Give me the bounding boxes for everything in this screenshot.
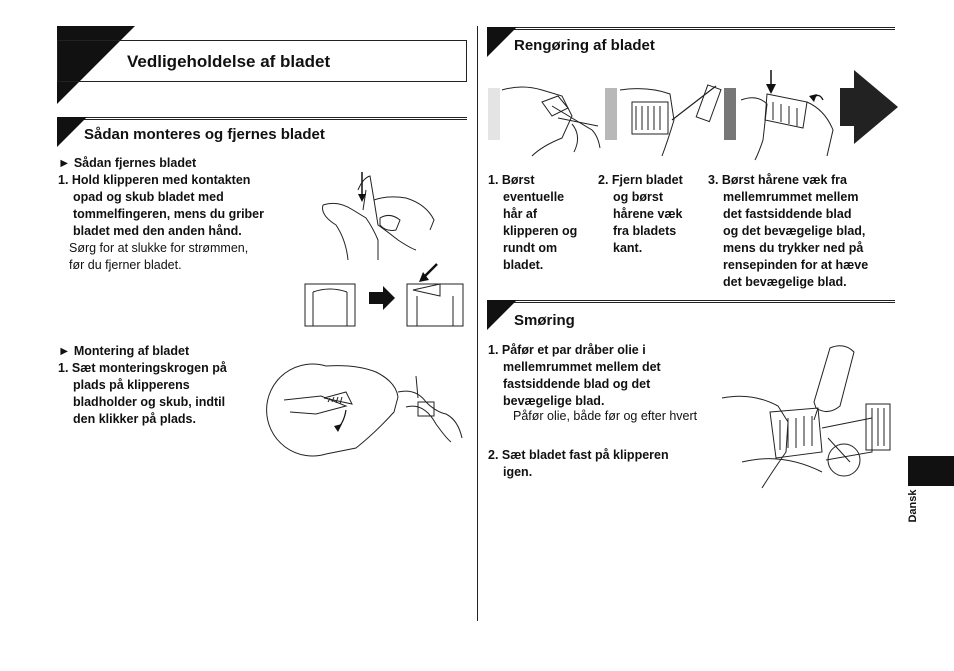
cleaning-title: Rengøring af bladet: [514, 37, 655, 54]
illustration-remove-blade: [318, 170, 438, 265]
cleaning-step3: 3. Børst hårene væk fra mellemrummet mel…: [708, 173, 869, 289]
cleaning-rule: [487, 27, 895, 30]
language-side-label: Dansk: [907, 489, 919, 523]
cleaning-step1: 1. Børst eventuelle hår af klipperen og …: [488, 173, 578, 272]
illustration-mount-blade: [276, 362, 466, 456]
cleaning-step-bar-2: [605, 88, 617, 140]
cleaning-step-bar-1: [488, 88, 500, 140]
remove-step1: 1. Hold klipperen med kontakten opad og …: [58, 173, 265, 238]
illustration-cleaning-1: [502, 76, 602, 158]
oil-title: Smøring: [514, 312, 575, 329]
subsection-corner-triangle: [57, 117, 87, 147]
section-title-box: [57, 40, 467, 82]
oil-rule: [487, 300, 895, 303]
oil-note: Påfør olie, både før og efter hvert: [513, 409, 698, 423]
illustration-oil: [722, 342, 892, 488]
subsection-rule: [57, 117, 467, 120]
oil-step2: 2. Sæt bladet fast på klipperen igen.: [488, 448, 669, 479]
language-side-tab: [908, 456, 954, 486]
illustration-blade-before-after: [305, 262, 465, 328]
section-corner-triangle: [57, 26, 135, 104]
mount-heading: ► Montering af bladet: [58, 344, 190, 358]
cleaning-next-arrow: [840, 70, 898, 144]
section-title: Vedligeholdelse af bladet: [127, 52, 331, 71]
illustration-cleaning-2: [618, 80, 718, 158]
mount-step1: 1. Sæt monteringskrogen på plads på klip…: [58, 361, 227, 426]
cleaning-step2: 2. Fjern bladet og børst hårene væk fra …: [598, 173, 683, 255]
subsection-title: Sådan monteres og fjernes bladet: [84, 126, 325, 143]
cleaning-corner-triangle: [487, 27, 517, 57]
oil-corner-triangle: [487, 300, 517, 330]
remove-heading: ► Sådan fjernes bladet: [58, 156, 197, 170]
column-divider: [477, 26, 478, 621]
cleaning-step-bar-3: [724, 88, 736, 140]
oil-step1: 1. Påfør et par dråber olie i mellemrumm…: [488, 343, 661, 408]
remove-note: Sørg for at slukke for strømmen, før du …: [69, 241, 249, 272]
illustration-cleaning-3: [737, 70, 837, 160]
